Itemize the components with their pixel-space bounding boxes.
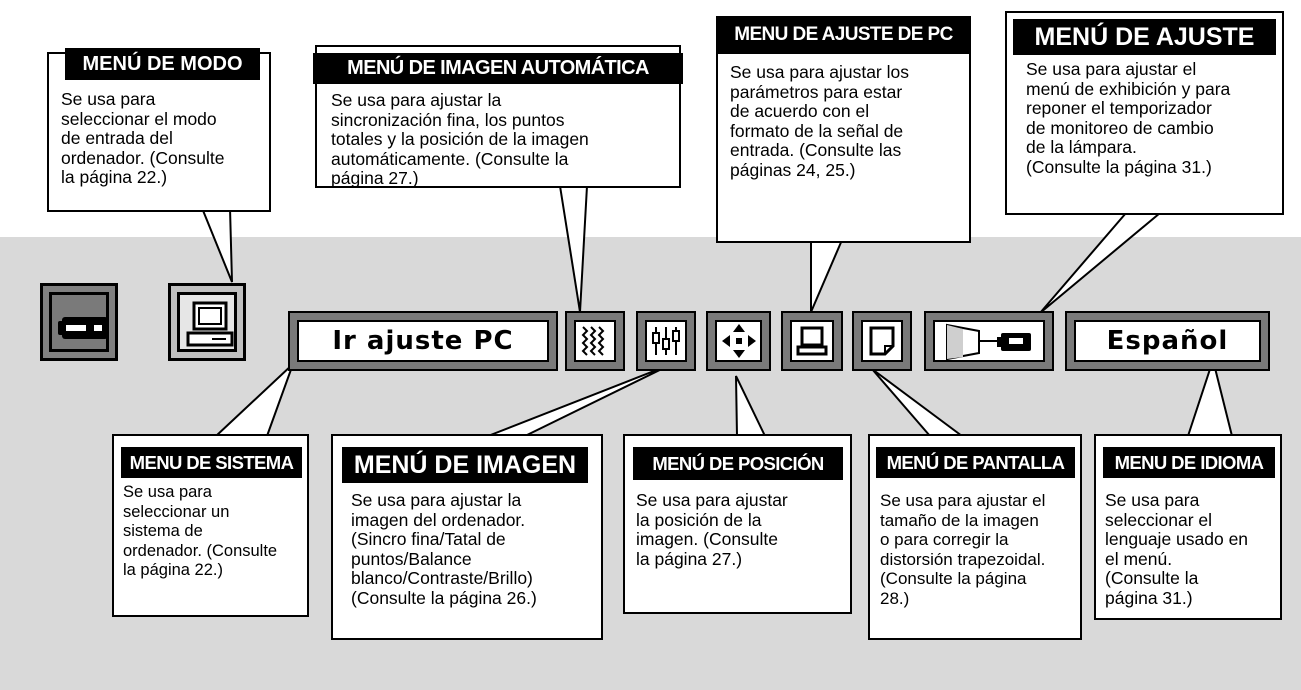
callout-pantalla: MENÚ DE PANTALLA Se usa para ajustar el … [868,434,1082,640]
callout-body: Se usa para seleccionar el lenguaje usad… [1105,490,1249,608]
callout-ajuste-de-pc: MENU DE AJUSTE DE PC Se usa para ajustar… [716,16,971,243]
pc-adjust-icon [796,326,828,356]
callout-posicion: MENÚ DE POSICIÓN Se usa para ajustar la … [623,434,852,614]
callout-body: Se usa para seleccionar un sistema de or… [123,483,278,579]
screen-icon [869,326,895,356]
callout-sistema: MENU DE SISTEMA Se usa para seleccionar … [112,434,309,617]
language-field-tile[interactable]: Español [1065,311,1270,371]
pc-adjust-tile[interactable] [781,311,843,371]
callout-ajuste: MENÚ DE AJUSTE Se usa para ajustar el me… [1005,11,1284,215]
callout-title: MENU DE AJUSTE DE PC [716,16,971,54]
leader-posicion [735,375,766,437]
callout-imagen-automatica: MENÚ DE IMAGEN AUTOMÁTICA Se usa para aj… [313,45,683,189]
image-adjust-icon [652,327,680,355]
setting-icon [946,323,1031,361]
language-field-label: Español [1106,326,1229,356]
position-tile[interactable] [706,311,771,371]
callout-body: Se usa para ajustar el tamaño de la imag… [880,491,1046,608]
callout-title: MENÚ DE PANTALLA [876,447,1075,478]
callout-body: Se usa para seleccionar el modo de entra… [61,89,225,188]
callout-body: Se usa para ajustar la imagen del ordena… [351,490,537,608]
computer-icon [186,301,234,347]
setting-tile[interactable] [924,311,1054,371]
leader-pantalla [871,368,963,437]
callout-title: MENÚ DE AJUSTE [1013,19,1276,55]
callout-modo: MENÚ DE MODO Se usa para seleccionar el … [47,48,271,212]
system-field[interactable]: Ir ajuste PC [297,320,549,362]
mode-tile[interactable] [40,283,118,361]
callout-imagen: MENÚ DE IMAGEN Se usa para ajustar la im… [331,434,603,640]
system-field-tile[interactable]: Ir ajuste PC [288,311,558,371]
callout-idioma: MENU DE IDIOMA Se usa para seleccionar e… [1094,434,1282,620]
auto-image-tile[interactable] [565,311,625,371]
callout-title: MENÚ DE IMAGEN AUTOMÁTICA [313,53,683,84]
callout-body: Se usa para ajustar la sincronización fi… [331,90,589,189]
callout-title: MENÚ DE IMAGEN [342,447,588,483]
projector-icon [58,317,108,339]
callout-title: MENÚ DE POSICIÓN [633,447,843,480]
callout-body: Se usa para ajustar los parámetros para … [730,62,909,180]
callout-title: MENU DE IDIOMA [1103,447,1275,478]
callout-title: MENU DE SISTEMA [121,447,302,478]
callout-body: Se usa para ajustar la posición de la im… [636,490,788,569]
image-adjust-tile[interactable] [636,311,696,371]
position-icon [721,324,756,358]
callout-body: Se usa para ajustar el menú de exhibició… [1026,59,1231,177]
auto-image-icon [581,326,605,356]
screen-tile[interactable] [852,311,912,371]
leader-modo [201,207,233,283]
system-field-label: Ir ajuste PC [332,326,514,356]
language-field[interactable]: Español [1074,320,1261,362]
callout-title: MENÚ DE MODO [65,48,260,80]
computer-tile[interactable] [168,283,246,361]
